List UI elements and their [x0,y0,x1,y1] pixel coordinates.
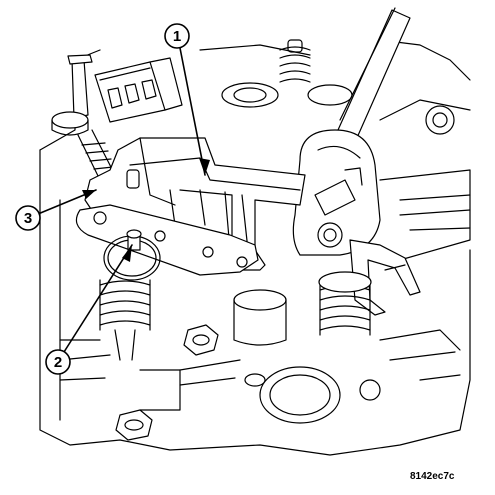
callout-1: 1 [164,23,190,49]
leader-1 [179,47,206,176]
sensor-connector [94,57,183,123]
cylinder-head-right [379,99,471,261]
callout-circle [45,349,71,375]
tool-plate [75,204,259,276]
cam-bore-bottom [139,359,381,424]
bolt-bottom-center [183,324,219,356]
alignment-pin [103,229,161,281]
callout-circle [15,205,41,231]
wrench-fork [349,239,421,316]
valve-spring-lower-middle [233,289,287,346]
valve-spring-lower-right [318,271,372,336]
callout-number: 3 [24,210,32,227]
callout-number: 2 [54,354,62,371]
valve-spring-lower-left [99,279,151,361]
leader-2 [63,244,133,353]
callout-2: 2 [45,349,71,375]
head-ribs [59,329,461,381]
wrench-head [292,129,381,256]
figure-code: 8142ec7c [410,471,455,482]
callout-circle [164,23,190,49]
callout-number: 1 [173,28,181,45]
wrench-handle [337,7,411,141]
callout-3: 3 [15,205,41,231]
engine-block-outline [39,39,471,456]
leader-arrowheads [82,158,210,262]
bolt-bottom-left [115,409,153,441]
